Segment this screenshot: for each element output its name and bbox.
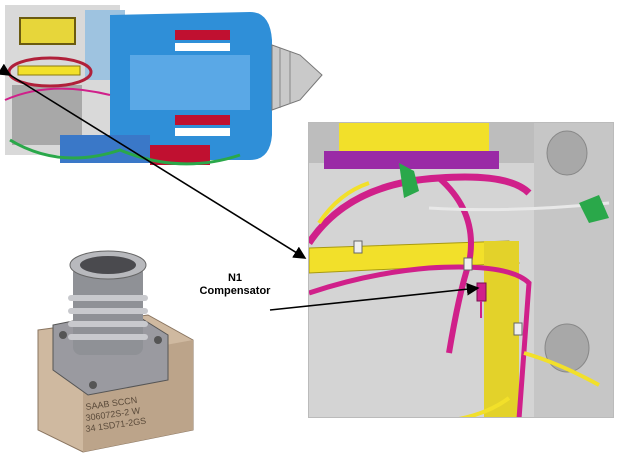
- yellow-wire: [317, 181, 370, 225]
- n1-compensator-callout: N1 Compensator: [190, 272, 280, 298]
- engine-white-band-top: [175, 43, 230, 51]
- compensator-part-drawing: SAAB SCCN 306072S-2 W 34 1SD71-2GS: [37, 250, 194, 453]
- detail-view-drawing: [309, 123, 613, 417]
- clamp: [463, 257, 473, 271]
- engine-yellow-box: [19, 17, 76, 45]
- engine-yellow-bracket: [17, 65, 81, 76]
- engine-overview-illustration: [0, 0, 330, 180]
- screw-head: [89, 381, 97, 389]
- screw-head: [154, 336, 162, 344]
- engine-white-band-bottom: [175, 128, 230, 136]
- callout-line1: N1: [227, 272, 243, 284]
- thread-ring: [68, 295, 148, 301]
- clamp: [353, 240, 363, 254]
- column-cutout: [546, 130, 588, 176]
- yellow-wire: [458, 396, 511, 417]
- green-connector: [579, 195, 609, 223]
- n1-compensator-detail: [476, 282, 487, 302]
- column-cutout: [544, 323, 590, 373]
- engine-overview-drawing: [4, 5, 323, 166]
- thread-ring: [68, 308, 148, 314]
- thread-ring: [68, 334, 148, 340]
- compensator-part-photo: SAAB SCCN 306072S-2 W 34 1SD71-2GS: [28, 240, 208, 455]
- part-opening: [80, 256, 136, 274]
- magenta-harness-lower: [309, 264, 532, 417]
- detail-view-illustration: [308, 122, 614, 418]
- magenta-harness-upper: [309, 173, 532, 245]
- engine-core-highlight: [130, 55, 250, 110]
- purple-mount: [324, 151, 499, 169]
- screw-head: [59, 331, 67, 339]
- engine-red-band-bottom: [175, 115, 230, 125]
- callout-line2: Compensator: [199, 285, 271, 297]
- thread-ring: [68, 321, 148, 327]
- yellow-wire: [523, 351, 600, 387]
- green-connector: [399, 163, 419, 198]
- engine-red-band-top: [175, 30, 230, 40]
- yellow-top-panel: [339, 123, 489, 151]
- clamp: [513, 322, 523, 336]
